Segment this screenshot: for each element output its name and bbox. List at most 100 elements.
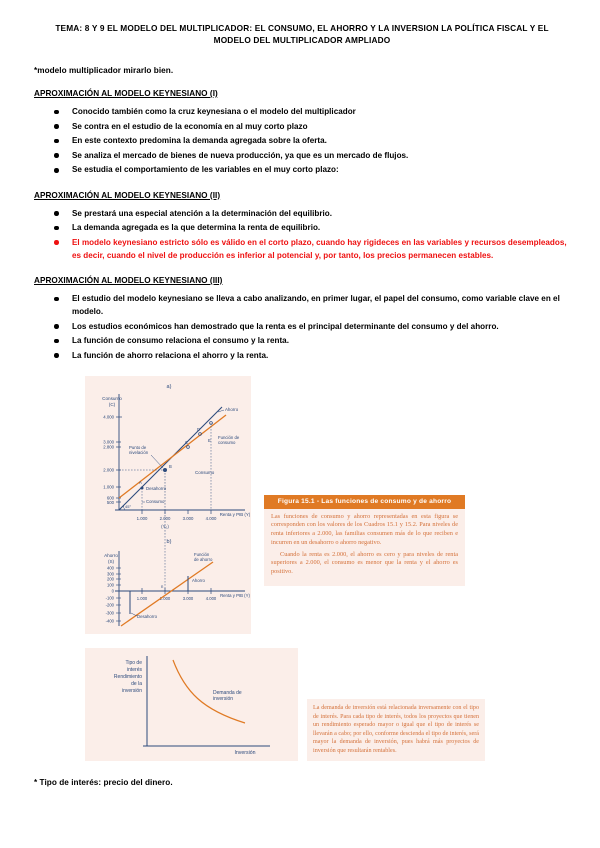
investment-ylabel-5: inversión xyxy=(122,688,142,694)
annotation-45-degrees: 45° xyxy=(125,504,131,509)
list-item: Conocido también como la cruz keynesiana… xyxy=(52,105,570,118)
annotation-funcion-ahorro-1: Función xyxy=(194,552,210,557)
section-heading-1: APROXIMACIÓN AL MODELO KEYNESIANO (I) xyxy=(34,89,218,99)
panel-b-ylabel-1: Ahorro xyxy=(104,553,118,558)
investment-xlabel: Inversión xyxy=(234,750,255,756)
panel-a-xlabel: Renta y PIB (Y) xyxy=(220,512,251,517)
list-item: Se estudia el comportamiento de les vari… xyxy=(52,163,570,176)
list-item: Los estudios económicos han demostrado q… xyxy=(52,320,570,333)
panel-b-ytick-n400: -400 xyxy=(106,619,115,624)
list-item: Se analiza el mercado de bienes de nueva… xyxy=(52,149,570,162)
annotation-punto-nivelacion-2: nivelación xyxy=(129,450,149,455)
panel-b-ytick-n100: -100 xyxy=(106,596,115,601)
section-heading-3: APROXIMACIÓN AL MODELO KEYNESIANO (III) xyxy=(34,276,223,286)
panel-b-xtick-4000: 4.000 xyxy=(206,596,217,601)
panel-a-ytick-2800: 2.800 xyxy=(103,445,114,450)
panel-b-ytick-100: 100 xyxy=(107,583,115,588)
page-title: TEMA: 8 Y 9 EL MODELO DEL MULTIPLICADOR:… xyxy=(55,23,549,46)
panel-a-ylabel-2: (C) xyxy=(109,402,116,407)
investment-curve-label-1: Demanda de xyxy=(213,690,242,696)
list-item: El estudio del modelo keynesiano se llev… xyxy=(52,292,570,318)
list-item: La función de ahorro relaciona el ahorro… xyxy=(52,349,570,362)
figure-caption-paragraph-2: Cuando la renta es 2.000, el ahorro es c… xyxy=(271,550,458,575)
list-item: Se contra en el estudio de la economía e… xyxy=(52,120,570,133)
section-heading-2: APROXIMACIÓN AL MODELO KEYNESIANO (II) xyxy=(34,190,221,200)
panel-a-label: a) xyxy=(167,384,172,390)
bullet-list-1: Conocido también como la cruz keynesiana… xyxy=(34,105,570,177)
panel-a-ylabel-1: Consumo xyxy=(102,396,122,401)
list-item: En este contexto predomina la demanda ag… xyxy=(52,134,570,147)
panel-a-xlabel-sub: (Y₀) xyxy=(161,524,169,529)
annotation-desahorro: Desahorro xyxy=(146,486,167,491)
list-item: La demanda agregada es la que determina … xyxy=(52,221,570,234)
panel-b-point-n: n xyxy=(161,584,164,589)
figure-15-1: a) Consumo (C) xyxy=(85,376,465,635)
annotation-punto-nivelacion-1: Punto de xyxy=(129,445,147,450)
annotation-consumo-small: Consumo xyxy=(146,499,165,504)
point-E xyxy=(209,421,213,425)
panel-b-ytick-n300: -300 xyxy=(106,611,115,616)
figure-15-1-caption: Figura 15.1 - Las funciones de consumo y… xyxy=(264,495,465,587)
consumption-saving-chart: a) Consumo (C) xyxy=(102,384,251,627)
note-line: *modelo multiplicador mirarlo bien. xyxy=(34,66,174,76)
figure-15-1-charts: a) Consumo (C) xyxy=(85,376,251,635)
annotation-funcion-consumo-2: consumo xyxy=(218,440,236,445)
panel-b-ytick-n200: -200 xyxy=(106,603,115,608)
investment-caption: La demanda de inversión está relacionada… xyxy=(307,699,485,762)
figure-caption-body: Las funciones de consumo y ahorro repres… xyxy=(264,509,465,580)
saving-function-line xyxy=(120,561,214,627)
investment-ylabel-4: de la xyxy=(131,681,142,687)
panel-a-xtick-3000: 3.000 xyxy=(183,516,194,521)
footnote: * Tipo de interés: precio del dinero. xyxy=(34,778,173,788)
bullet-list-3: El estudio del modelo keynesiano se llev… xyxy=(34,292,570,362)
figures-region: a) Consumo (C) xyxy=(34,376,570,762)
point-label-C: C xyxy=(185,440,188,445)
point-C xyxy=(186,445,190,449)
point-label-E: E xyxy=(208,438,211,443)
annotation-desahorro-b: Desahorro xyxy=(137,614,158,619)
annotation-consumo-region: Consumo xyxy=(195,470,215,475)
investment-demand-chart: Tipo de interés Rendimiento de la invers… xyxy=(114,656,270,756)
figure-caption-paragraph-1: Las funciones de consumo y ahorro repres… xyxy=(271,512,458,546)
list-item: La función de consumo relaciona el consu… xyxy=(52,334,570,347)
investment-demand-chart-area: Tipo de interés Rendimiento de la invers… xyxy=(85,648,298,762)
panel-a-ytick-3000: 3.000 xyxy=(103,440,114,445)
panel-b-xtick-3000: 3.000 xyxy=(183,596,194,601)
panel-a-xtick-4000: 4.000 xyxy=(206,516,217,521)
investment-demand-curve xyxy=(172,659,246,724)
bullet-list-2: Se prestará una especial atención a la d… xyxy=(34,207,570,262)
investment-ylabel-3: Rendimiento xyxy=(114,674,142,680)
investment-ylabel-1: Tipo de xyxy=(126,660,143,666)
panel-a-ytick-1000: 1.000 xyxy=(103,485,114,490)
panel-b-ylabel-2: (S) xyxy=(108,559,115,564)
annotation-funcion-ahorro-2: de ahorro xyxy=(194,557,213,562)
list-item-highlighted: El modelo keynesiano estricto sólo es vá… xyxy=(52,236,570,262)
list-item: Se prestará una especial atención a la d… xyxy=(52,207,570,220)
investment-ylabel-2: interés xyxy=(127,667,143,673)
panel-b-ytick-200: 200 xyxy=(107,577,115,582)
equilibrium-point xyxy=(163,468,167,473)
point-label-D: D xyxy=(197,427,200,432)
figure-investment-demand: Tipo de interés Rendimiento de la invers… xyxy=(85,648,485,762)
panel-b-xlabel: Renta y PIB (Y) xyxy=(220,593,250,598)
panel-b-ytick-300: 300 xyxy=(107,572,115,577)
panel-a-ytick-600: 600 xyxy=(107,496,115,501)
investment-curve-label-2: inversión xyxy=(213,696,233,702)
annotation-ahorro-b: Ahorro xyxy=(192,578,206,583)
panel-a-ytick-2000: 2.000 xyxy=(103,468,114,473)
panel-b-ytick-400: 400 xyxy=(107,566,115,571)
panel-a-ytick-500: 500 xyxy=(107,500,115,505)
panel-a-ytick-4000: 4.000 xyxy=(103,415,114,420)
consumption-function-line xyxy=(118,414,227,499)
panel-b-ytick-0: 0 xyxy=(112,589,115,594)
panel-a-xtick-1000: 1.000 xyxy=(137,516,148,521)
panel-a-xtick-2000: 2.000 xyxy=(160,516,171,521)
annotation-ahorro: Ahorro xyxy=(225,407,239,412)
point-label-A: A xyxy=(139,480,142,485)
panel-b-xtick-1000: 1.000 xyxy=(137,596,148,601)
point-D xyxy=(198,432,202,436)
panel-b-xtick-2000: 2.000 xyxy=(160,596,171,601)
annotation-funcion-consumo-1: Función de xyxy=(218,435,240,440)
point-label-B: B xyxy=(169,464,172,469)
